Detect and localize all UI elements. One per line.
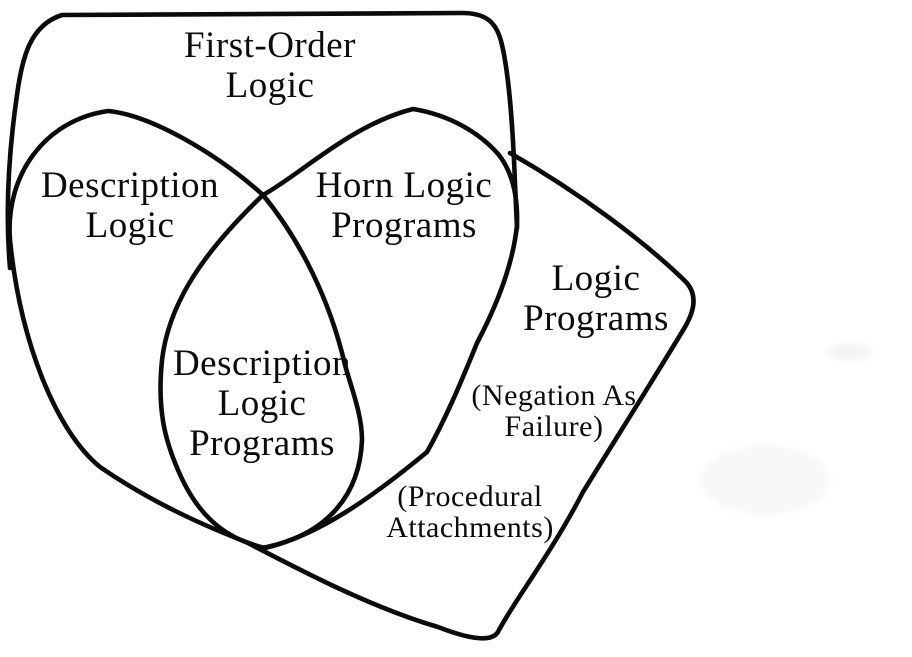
scan-artifact <box>828 344 872 360</box>
first-order-logic-label: First-Order Logic <box>184 25 356 106</box>
first-order-logic-outline <box>5 10 520 271</box>
horn-logic-programs-label: Horn Logic Programs <box>315 165 493 246</box>
description-logic-label: Description Logic <box>40 165 220 246</box>
negation-as-failure-note: (Negation As Failure) <box>471 379 637 443</box>
description-logic-programs-label: Description Logic Programs <box>172 343 352 464</box>
horn-logic-programs-ellipse <box>158 106 520 551</box>
logic-programs-box <box>245 150 696 641</box>
procedural-attachments-note: (Procedural Attachments) <box>386 480 554 544</box>
scan-artifact <box>700 445 830 515</box>
logic-programs-label: Logic Programs <box>523 258 669 339</box>
